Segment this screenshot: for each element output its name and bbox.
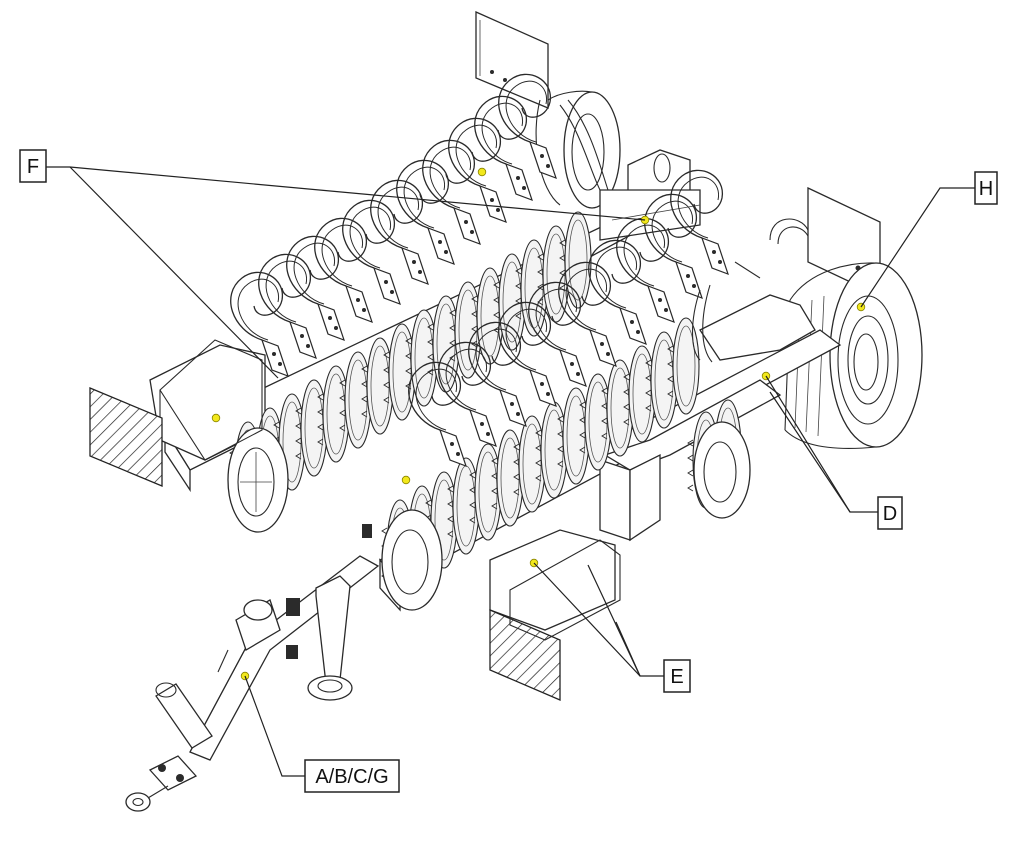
marker-e-1 bbox=[211, 413, 221, 423]
disc-gang-left bbox=[227, 211, 592, 533]
callout-d-label: D bbox=[883, 503, 897, 525]
marker-e-2 bbox=[401, 475, 411, 485]
callout-e-label: E bbox=[670, 666, 683, 688]
hydraulic-hoses bbox=[559, 99, 761, 363]
transport-wheel bbox=[784, 262, 923, 449]
hazard-board-front bbox=[489, 609, 561, 701]
side-panel-left bbox=[159, 339, 263, 461]
transport-wheel-rear bbox=[535, 90, 621, 209]
drawbar bbox=[125, 555, 380, 812]
machine-illustration bbox=[89, 10, 923, 812]
leader-lines bbox=[46, 166, 975, 777]
callout-h-label: H bbox=[979, 178, 993, 200]
rear-sign-plate-left bbox=[475, 10, 549, 109]
side-panel-front bbox=[509, 539, 621, 641]
hazard-board-left bbox=[89, 387, 163, 487]
marker-points bbox=[211, 167, 866, 681]
callout-abcg: A/B/C/G bbox=[304, 759, 400, 793]
callout-abcg-label: A/B/C/G bbox=[315, 766, 388, 788]
callout-e: E bbox=[663, 659, 691, 693]
parking-jack bbox=[307, 524, 372, 701]
disc-gang-right bbox=[381, 317, 751, 611]
callout-f: F bbox=[19, 149, 47, 183]
callout-h: H bbox=[974, 171, 998, 205]
callout-f-label: F bbox=[27, 156, 39, 178]
marker-f-1 bbox=[477, 167, 487, 177]
callout-d: D bbox=[877, 496, 903, 530]
